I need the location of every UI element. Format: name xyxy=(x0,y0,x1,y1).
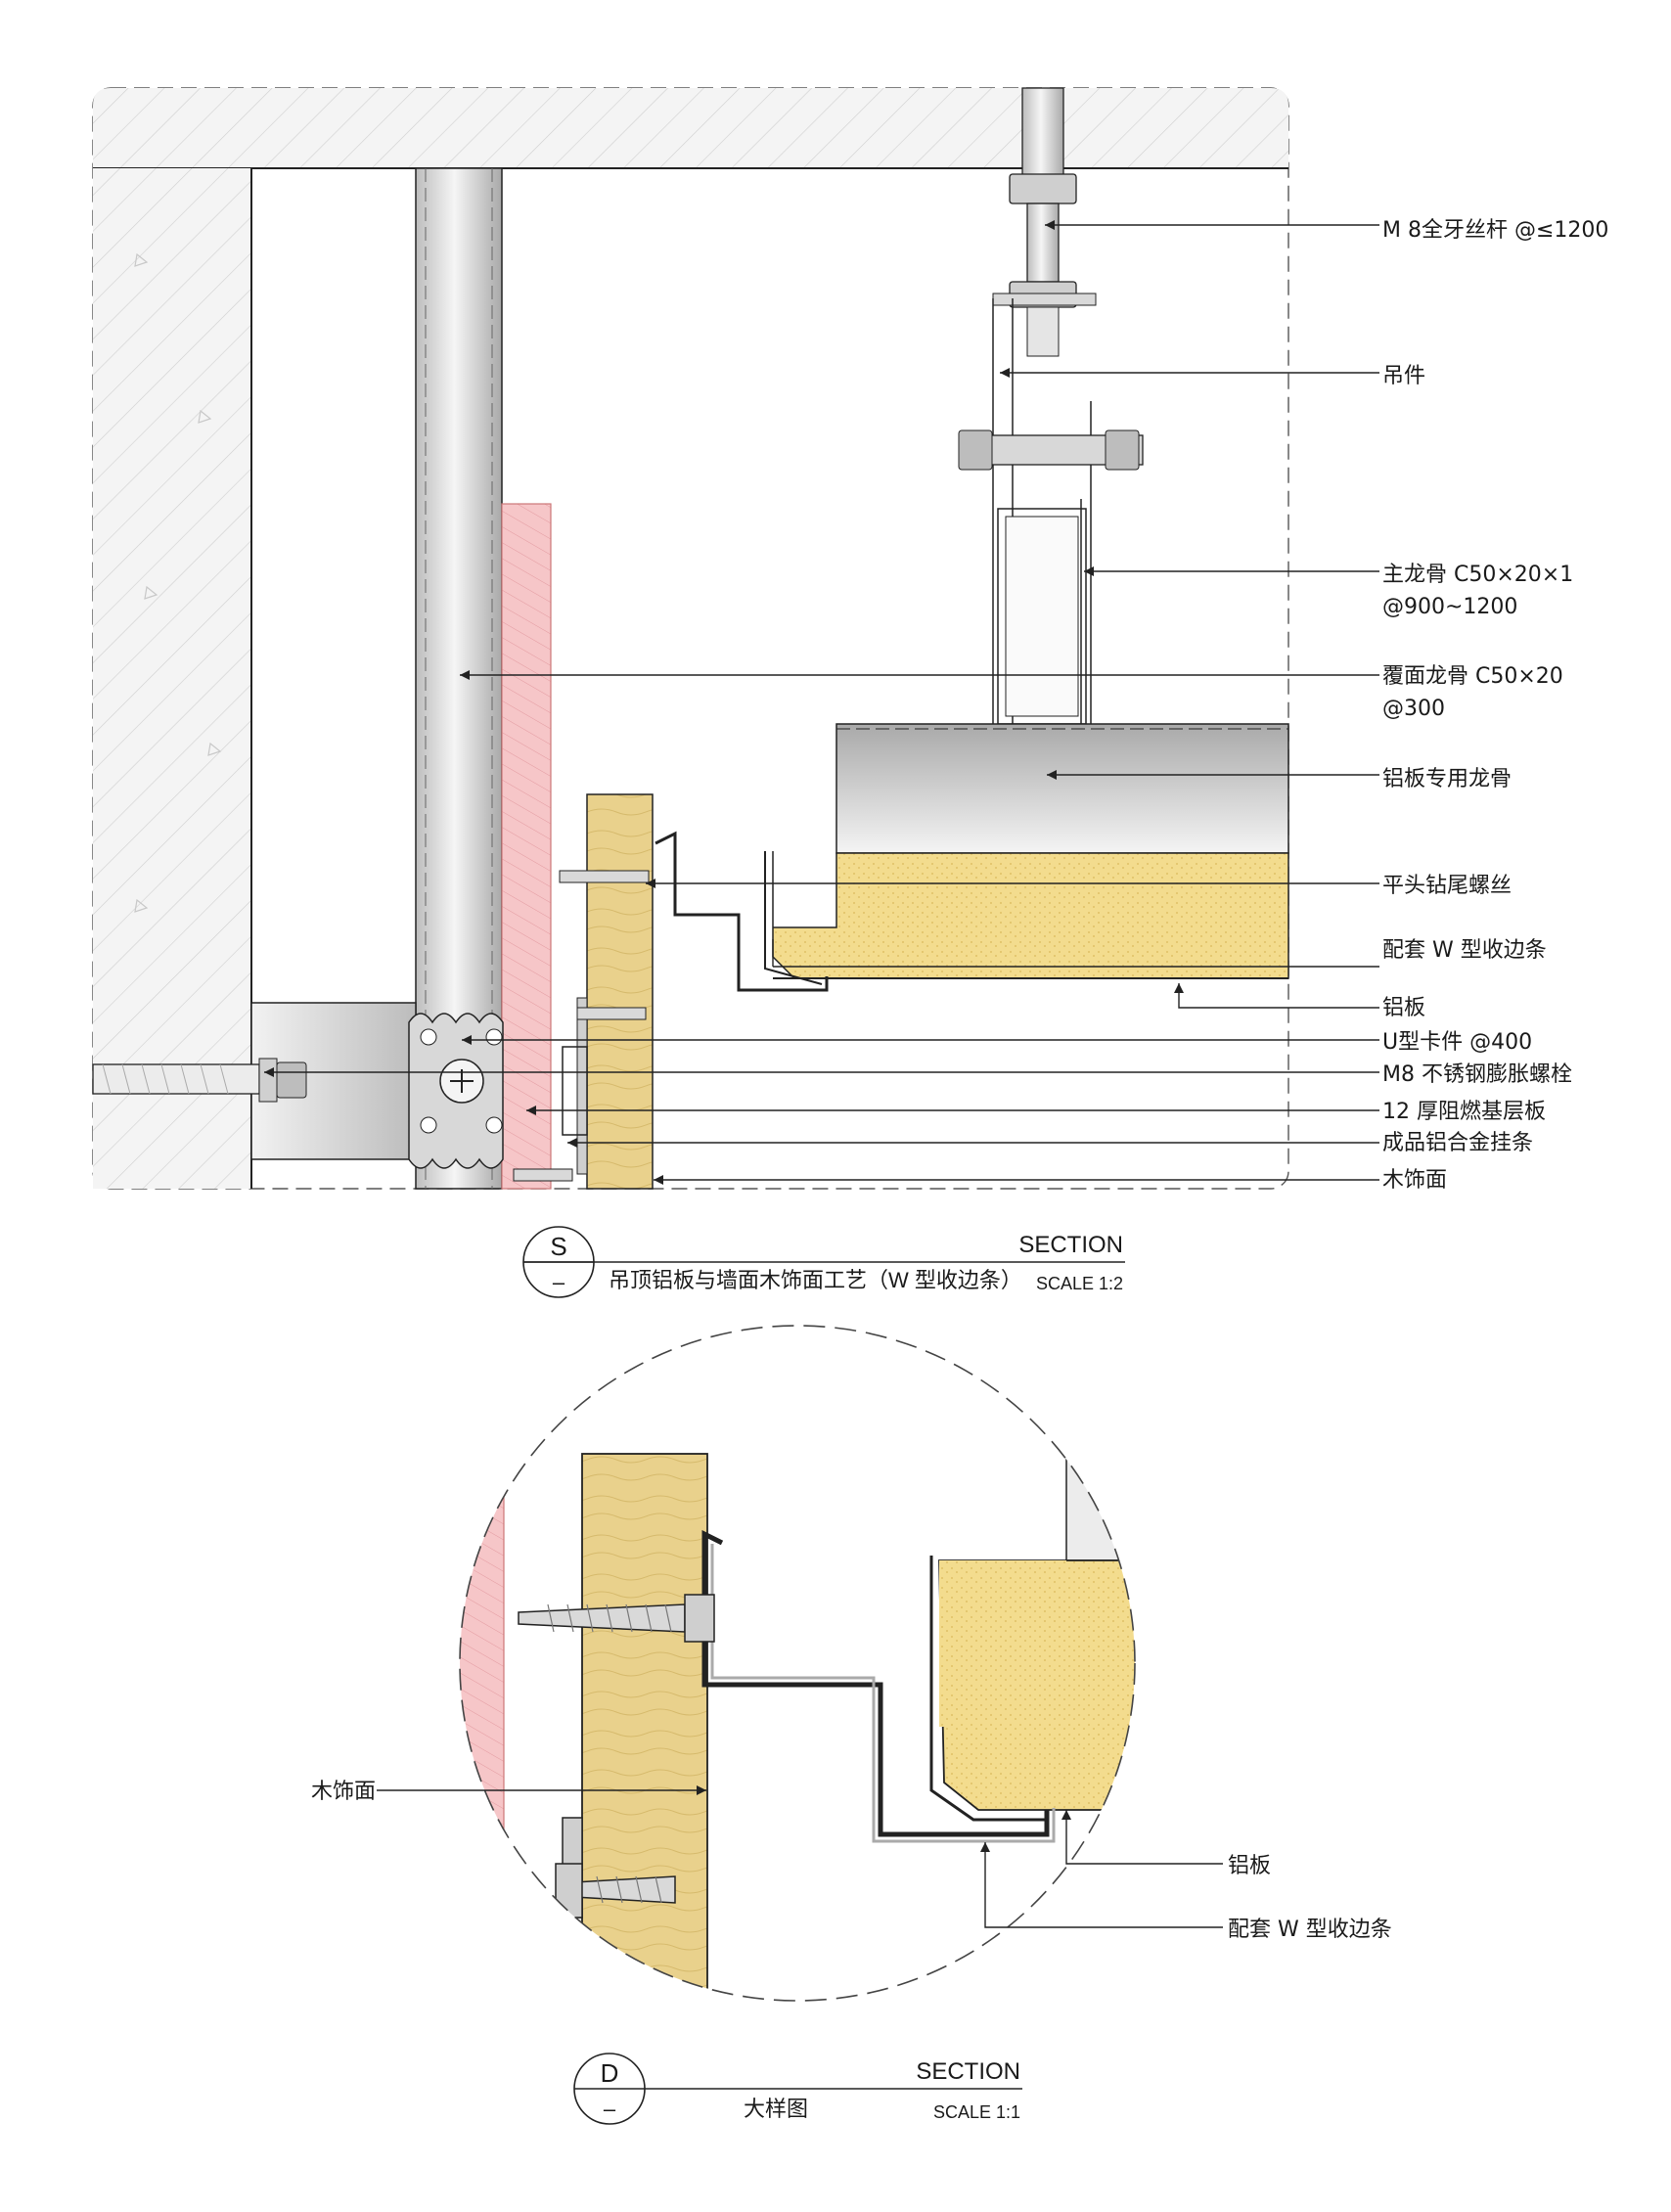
label-screw: 平头钻尾螺丝 xyxy=(1382,874,1512,898)
section-d-scale: SCALE 1:1 xyxy=(933,2102,1020,2122)
leader-w-trim xyxy=(772,939,1379,968)
section-s-title-block: S – SECTION 吊顶铝板与墙面木饰面工艺（W 型收边条） SCALE 1… xyxy=(522,1226,1125,1298)
label-bolt: M8 不锈钢膨胀螺栓 xyxy=(1382,1062,1572,1087)
leader-threaded-rod xyxy=(1045,220,1379,230)
label-al-panel: 铝板 xyxy=(1382,996,1425,1020)
leader-strip xyxy=(567,1138,1379,1148)
leader-wood xyxy=(654,1175,1379,1185)
leader-d-wood xyxy=(377,1785,706,1795)
label-u-clip: U型卡件 @400 xyxy=(1382,1030,1532,1055)
label-hanger: 吊件 xyxy=(1382,364,1425,388)
label-d-wood: 木饰面 xyxy=(311,1780,376,1804)
leader-bolt xyxy=(264,1067,1379,1077)
section-d-word: SECTION xyxy=(916,2058,1020,2085)
leader-hanger xyxy=(1000,368,1379,378)
label-d-w-trim: 配套 W 型收边条 xyxy=(1228,1918,1392,1942)
label-threaded-rod: M 8全牙丝杆 @≤1200 xyxy=(1382,218,1608,243)
section-s-dash: – xyxy=(553,1270,565,1294)
leader-al-panel xyxy=(1174,983,1379,1009)
label-strip: 成品铝合金挂条 xyxy=(1382,1131,1533,1155)
label-cover-keel: 覆面龙骨 C50×20 @300 xyxy=(1382,664,1570,721)
section-d-caption: 大样图 xyxy=(744,2097,808,2121)
leader-main-keel xyxy=(1084,566,1379,576)
section-s-scale: SCALE 1:2 xyxy=(1036,1274,1123,1293)
section-s-leaders xyxy=(264,220,1379,1185)
screw-icon xyxy=(513,870,650,1182)
label-w-trim: 配套 W 型收边条 xyxy=(1382,938,1547,963)
leader-d-w-trim xyxy=(980,1842,1223,1928)
section-d-leaders xyxy=(377,1785,1223,1928)
leader-fire-board xyxy=(526,1106,1379,1115)
section-d-dash: – xyxy=(604,2097,616,2121)
label-wood: 木饰面 xyxy=(1382,1168,1447,1193)
section-d-drawing xyxy=(459,1325,1136,2002)
screw-icon xyxy=(555,1863,676,1919)
section-d-letter: D xyxy=(601,2058,619,2088)
section-s-labels: M 8全牙丝杆 @≤1200 吊件 主龙骨 C50×20×1 @900~1200… xyxy=(1382,218,1608,1193)
label-main-keel: 主龙骨 C50×20×1 @900~1200 xyxy=(1382,563,1580,619)
section-s-drawing xyxy=(92,87,1289,1190)
label-al-panel-keel: 铝板专用龙骨 xyxy=(1382,767,1512,791)
label-fire-board: 12 厚阻燃基层板 xyxy=(1382,1100,1546,1124)
section-d-labels: 木饰面 铝板 配套 W 型收边条 xyxy=(311,1780,1392,1942)
leader-cover-keel xyxy=(460,670,1379,680)
leader-d-al-panel xyxy=(1061,1810,1223,1865)
section-s-caption: 吊顶铝板与墙面木饰面工艺（W 型收边条） xyxy=(609,1268,1022,1292)
section-d-title-block: D – SECTION 大样图 SCALE 1:1 xyxy=(573,2053,1022,2125)
leader-screw xyxy=(646,879,1379,888)
leader-u-clip xyxy=(462,1035,1379,1045)
section-s-word: SECTION xyxy=(1018,1232,1123,1258)
section-s-letter: S xyxy=(550,1232,566,1261)
screw-icon xyxy=(518,1594,715,1643)
leader-al-panel-keel xyxy=(1047,770,1379,780)
label-d-al-panel: 铝板 xyxy=(1228,1854,1271,1878)
